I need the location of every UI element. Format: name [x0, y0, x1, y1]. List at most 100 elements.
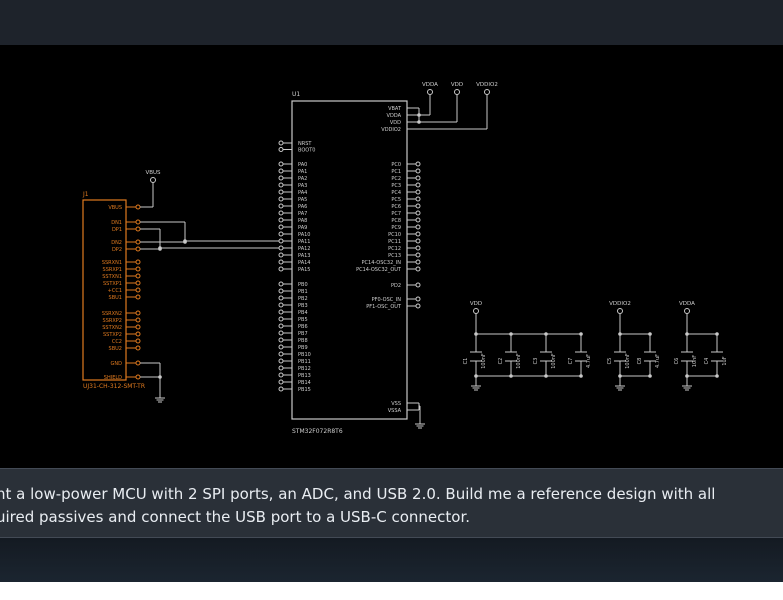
- mcu-pin-label-PA12: PA12: [298, 246, 310, 252]
- mcu-pin-label-PC10: PC10: [388, 232, 401, 238]
- mcu-pin-label-VSSA: VSSA: [388, 408, 402, 414]
- mcu-pin-end-PA9: [278, 224, 284, 230]
- mcu-pin-end-PA12: [278, 245, 284, 251]
- connector-pin-label-SSRXP2: SSRXP2: [103, 318, 122, 324]
- cap-C8-ref: C8: [637, 358, 643, 365]
- connector-pin-label-SSRXN2: SSRXN2: [102, 311, 122, 317]
- mcu-pin-end-PC6: [415, 203, 421, 209]
- rail-vdd-symbol: [454, 89, 460, 95]
- capgroup-vdda-rail-label: VDDA: [679, 301, 695, 307]
- mcu-pin-label-PB6: PB6: [298, 324, 308, 330]
- connector-pin-end-DP1: [135, 226, 141, 232]
- junction-dp2: [158, 246, 162, 250]
- connector-pin-end-DP2: [135, 246, 141, 252]
- cap-C3-value: 100nF: [551, 353, 557, 369]
- cap-C2-ref: C2: [498, 358, 504, 365]
- cap-C1-junction-top: [474, 332, 478, 336]
- mcu-pin-label-PA6: PA6: [298, 204, 307, 210]
- connector-pin-label-VBUS: VBUS: [108, 205, 122, 211]
- mcu-pin-end-PB11: [278, 358, 284, 364]
- cap-C4-ref: C4: [704, 358, 710, 365]
- connector-pin-end-SSTXP2: [135, 331, 141, 337]
- mcu-pin-end-PB4: [278, 309, 284, 315]
- mcu-pin-label-BOOT0: BOOT0: [298, 148, 315, 154]
- capgroup-vddio2-rail-label: VDDIO2: [609, 301, 631, 307]
- connector-pin-label-CC2: CC2: [112, 339, 122, 345]
- cap-C2-value: 100nF: [516, 353, 522, 369]
- mcu-pin-label-PA10: PA10: [298, 232, 310, 238]
- mcu-pin-label-VDD: VDD: [390, 120, 401, 126]
- mcu-pin-label-VBAT: VBAT: [388, 106, 402, 112]
- cap-C3-junction-bot: [544, 374, 548, 378]
- mcu-pin-label-PB11: PB11: [298, 359, 311, 365]
- mcu-pin-end-PB2: [278, 295, 284, 301]
- cap-C3-ref: C3: [533, 358, 539, 365]
- connector-pin-label-GND: GND: [111, 361, 123, 367]
- mcu-pin-label-PB4: PB4: [298, 310, 308, 316]
- mcu-pin-end-PC5: [415, 196, 421, 202]
- mcu-pin-label-PA8: PA8: [298, 218, 307, 224]
- cap-C5-junction-bot: [618, 374, 622, 378]
- mcu-pin-label-PC2: PC2: [391, 176, 401, 182]
- mcu-pin-label-PB14: PB14: [298, 380, 311, 386]
- connector-pin-end-SSRXN2: [135, 310, 141, 316]
- mcu-pin-end-PC11: [415, 238, 421, 244]
- mcu-pin-label-PA2: PA2: [298, 176, 307, 182]
- schematic-drawing[interactable]: U1STM32F072R8T6NRSTBOOT0PA0PA1PA2PA3PA4P…: [0, 45, 783, 468]
- cap-C5-value: 100nF: [625, 353, 631, 369]
- rail-vddio2-symbol: [484, 89, 490, 95]
- rail-vdda-label: VDDA: [422, 82, 438, 88]
- mcu-pin-label-VDDA: VDDA: [387, 113, 402, 119]
- connector-pin-end-SBU1: [135, 294, 141, 300]
- mcu-pin-end-PA11: [278, 238, 284, 244]
- cap-C6-junction-bot: [685, 374, 689, 378]
- connector-pin-label-SBU2: SBU2: [109, 346, 122, 352]
- mcu-pin-end-PA10: [278, 231, 284, 237]
- mcu-pin-label-PC13: PC13: [388, 253, 401, 259]
- connector-pin-label-SSRXN1: SSRXN1: [102, 260, 122, 266]
- mcu-pin-label-PC11: PC11: [388, 239, 401, 245]
- mcu-pin-end-PA6: [278, 203, 284, 209]
- cap-C7-ref: C7: [568, 358, 574, 365]
- cap-C8-junction-bot: [648, 374, 652, 378]
- connector-pin-label-SSTXP2: SSTXP2: [103, 332, 122, 338]
- mcu-pin-label-PB9: PB9: [298, 345, 308, 351]
- cap-C8-junction-top: [648, 332, 652, 336]
- mcu-ref: U1: [292, 91, 300, 98]
- capgroup-vdd-rail-label: VDD: [470, 301, 482, 307]
- connector-pin-end-SSTXN1: [135, 273, 141, 279]
- mcu-pin-end-PC12: [415, 245, 421, 251]
- mcu-pin-end-PA5: [278, 196, 284, 202]
- mcu-pin-label-PC3: PC3: [391, 183, 401, 189]
- mcu-pin-end-PB7: [278, 330, 284, 336]
- mcu-part: STM32F072R8T6: [292, 428, 343, 435]
- mcu-pin-label-PB8: PB8: [298, 338, 308, 344]
- connector-part: UJ31-CH-312-SMT-TR: [83, 383, 145, 390]
- mcu-pin-end-PF0-OSC_IN: [415, 296, 421, 302]
- mcu-pin-label-PC14-OSC32_OUT: PC14-OSC32_OUT: [356, 267, 402, 273]
- mcu-pin-label-PA15: PA15: [298, 267, 310, 273]
- prompt-panel[interactable]: nt a low-power MCU with 2 SPI ports, an …: [0, 468, 783, 538]
- mcu-pin-label-PA4: PA4: [298, 190, 307, 196]
- cap-C2-junction-top: [509, 332, 513, 336]
- mcu-pin-end-PB10: [278, 351, 284, 357]
- mcu-pin-end-PB1: [278, 288, 284, 294]
- mcu-pin-label-PC1: PC1: [391, 169, 401, 175]
- connector-pin-label-DN1: DN1: [111, 220, 122, 226]
- mcu-pin-end-PC7: [415, 210, 421, 216]
- mcu-pin-label-NRST: NRST: [298, 141, 312, 147]
- rail-vddio2-label: VDDIO2: [476, 82, 498, 88]
- mcu-pin-label-PB5: PB5: [298, 317, 308, 323]
- mcu-pin-end-PB9: [278, 344, 284, 350]
- mcu-pin-end-PA15: [278, 266, 284, 272]
- cap-C3-junction-top: [544, 332, 548, 336]
- mcu-pin-label-PB13: PB13: [298, 373, 311, 379]
- mcu-pin-label-PA3: PA3: [298, 183, 307, 189]
- mcu-pin-end-PB5: [278, 316, 284, 322]
- mcu-pin-label-PF0-OSC_IN: PF0-OSC_IN: [372, 297, 402, 303]
- mcu-pin-label-PA0: PA0: [298, 162, 307, 168]
- mcu-pin-end-PA14: [278, 259, 284, 265]
- mcu-pin-end-PA13: [278, 252, 284, 258]
- capgroup-vdda-rail-symbol: [684, 308, 690, 314]
